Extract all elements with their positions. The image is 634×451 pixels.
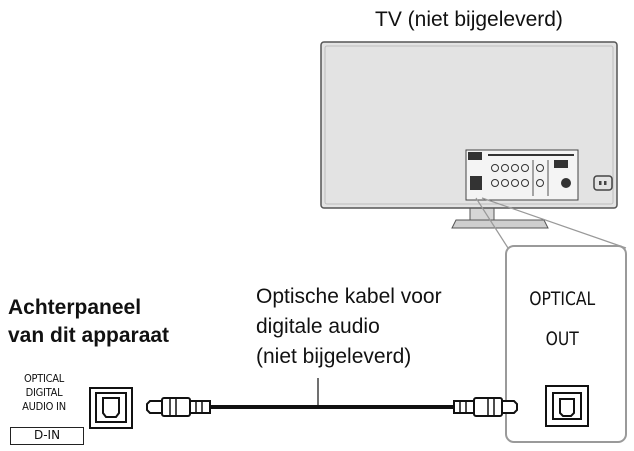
din-label: D-IN xyxy=(10,427,84,445)
rear-panel-title-line1: Achterpaneel xyxy=(8,296,142,319)
optical-out-label-line2: OUT xyxy=(545,328,579,350)
port-label-line2: DIGITAL xyxy=(25,386,63,399)
tv-label: TV (niet bijgeleverd) xyxy=(375,8,563,31)
rear-panel-title: Achterpaneel van dit apparaat xyxy=(8,294,169,350)
cable-label-line3: (niet bijgeleverd) xyxy=(256,345,412,368)
optical-cable xyxy=(210,378,454,409)
optical-out-label-line1: OPTICAL xyxy=(529,288,596,310)
zoom-callout-lines xyxy=(475,197,627,249)
cable-label-line2: digitale audio xyxy=(256,315,380,338)
tv-stand xyxy=(451,207,549,229)
tv-power-inlet xyxy=(593,175,613,191)
left-cable-plug xyxy=(146,397,211,417)
cable-label: Optische kabel voor digitale audio (niet… xyxy=(256,282,442,372)
tv-connector-panel xyxy=(465,149,579,201)
optical-out-port-icon xyxy=(545,385,589,427)
optical-out-callout-box xyxy=(505,245,627,443)
optical-in-port-icon xyxy=(89,387,133,429)
right-cable-plug xyxy=(453,397,518,417)
port-label-line3: AUDIO IN xyxy=(22,400,66,413)
port-label-line1: OPTICAL xyxy=(23,372,65,385)
cable-label-line1: Optische kabel voor xyxy=(256,285,442,308)
rear-panel-title-line2: van dit apparaat xyxy=(8,324,170,347)
